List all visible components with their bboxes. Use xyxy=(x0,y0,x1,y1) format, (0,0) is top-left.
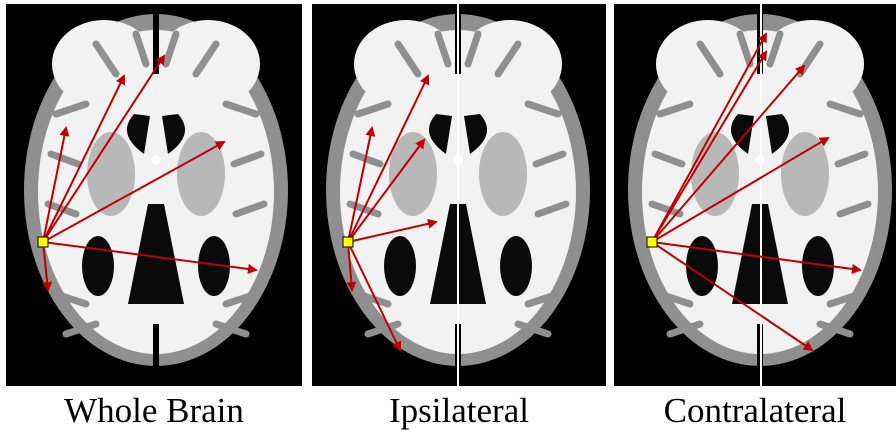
panel-whole-brain xyxy=(6,4,302,386)
seed-marker-icon xyxy=(343,237,353,247)
brain-slice-ipsilateral xyxy=(312,4,606,386)
caption-ipsilateral: Ipsilateral xyxy=(312,388,606,434)
caption-whole-brain: Whole Brain xyxy=(6,388,302,434)
brain-slice-whole-brain xyxy=(6,4,302,386)
caption-contralateral: Contralateral xyxy=(614,388,896,434)
brain-slice-contralateral xyxy=(614,4,896,386)
panel-contralateral xyxy=(614,4,896,386)
panel-ipsilateral xyxy=(312,4,606,386)
seed-marker-icon xyxy=(38,237,48,247)
seed-marker-icon xyxy=(647,237,657,247)
